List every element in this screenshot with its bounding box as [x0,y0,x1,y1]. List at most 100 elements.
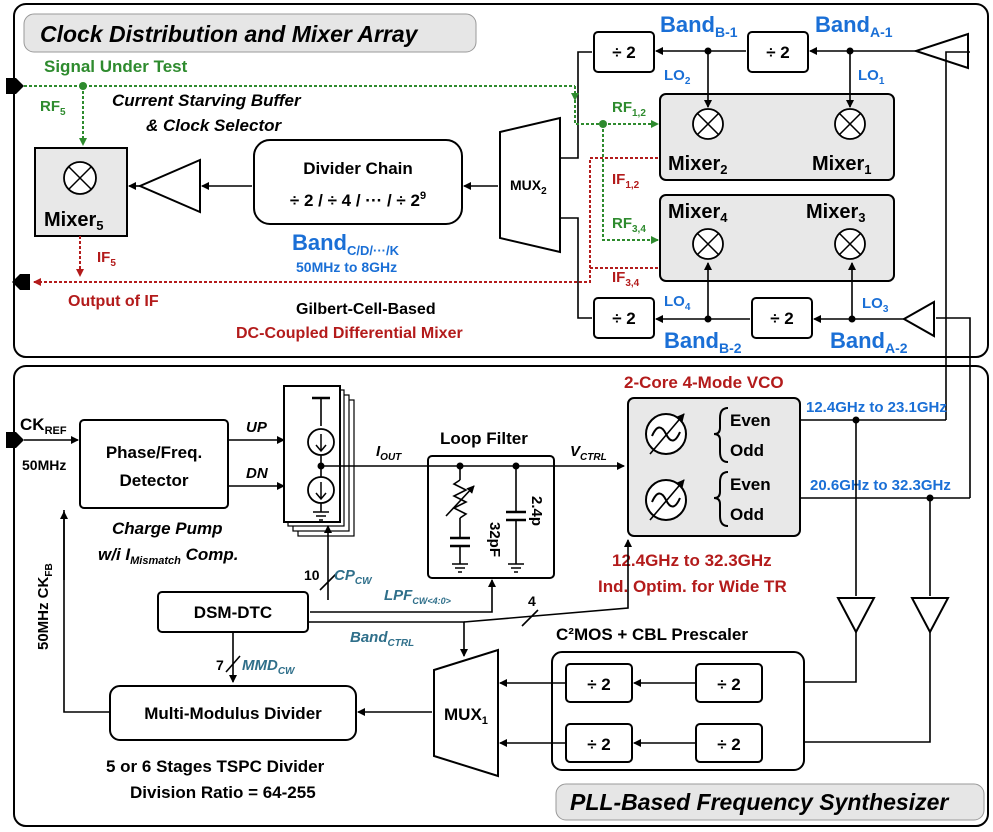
bottom-section-frame [13,365,989,827]
divider-chain-ratios: ÷ 2 / ÷ 4 / ··· / ÷ 29 [290,190,426,210]
cp-down-arrow-icon [315,482,327,501]
dsm-dtc-label: DSM-DTC [194,603,272,622]
vco-even-1: Even [730,411,771,430]
lf-resistor-arrow [445,485,475,517]
band-ctrl-slash [521,609,539,627]
band-b1-label: BandB-1 [660,12,738,40]
div2-b2-label: ÷ 2 [612,309,636,328]
lo4-label: LO4 [664,293,691,313]
signal-under-test-label: Signal Under Test [44,57,188,76]
rf5-label: RF5 [40,98,66,118]
tspc-label-1: 5 or 6 Stages TSPC Divider [106,757,325,776]
gilbert-label: Gilbert-Cell-Based [296,301,436,318]
cp-cw-num: 10 [304,567,320,583]
rf-junction [599,120,607,128]
mixer1-cross-icon [838,112,862,136]
prescaler-div-2b-label: ÷ 2 [717,735,741,754]
div2-b1-label: ÷ 2 [612,43,636,62]
prescaler-buffer-2 [910,597,950,635]
output-if-label: Output of IF [68,293,159,310]
prescaler-div-2a-label: ÷ 2 [587,735,611,754]
pfd-label-2: Detector [120,471,189,490]
vco-core2-arrow-icon [649,479,685,521]
mixer2-cross-icon [696,112,720,136]
mixer3-cross-icon [838,232,862,256]
prescaler-buffer-1 [836,597,876,635]
div2-a1-label: ÷ 2 [766,43,790,62]
ckref-freq: 50MHz [22,457,66,473]
lpf-cw-label: LPFCW<4:0> [384,587,452,606]
cp-cw-label: CPCW [334,567,373,587]
if5-label: IF5 [97,249,116,269]
divider-chain-box [253,139,463,225]
up-label: UP [246,419,268,436]
mux2-input-bottom [560,217,592,319]
band-ctrl-num: 4 [528,593,536,609]
current-starving-buffer [137,158,201,214]
freq-high-label: 20.6GHz to 32.3GHz [810,477,951,494]
lo3-label: LO3 [862,295,889,315]
freq-low-label: 12.4GHz to 23.1GHz [806,399,947,416]
div2-a2 [751,297,813,339]
top-section-frame [13,3,989,358]
ckfb-label: 50MHz CKFB [35,563,55,650]
tspc-label-2: Division Ratio = 64-255 [130,783,316,802]
cp-ground-icon [313,511,329,521]
mixer2-label: Mixer2 [668,153,727,177]
band-cdk-label: BandC/D/···/K [292,230,400,258]
div2-b1 [593,31,655,73]
vctrl-label: VCTRL [570,443,607,463]
charge-pump-box [283,385,341,523]
current-starving-label-1: Current Starving Buffer [112,91,302,110]
ckref-port [6,432,24,448]
lo1-label: LO1 [858,67,885,87]
rf34-line [602,124,659,244]
vco-range-label: 12.4GHz to 32.3GHz [612,551,772,570]
cap-32p-label: 32pF [486,522,503,557]
if34-label: IF3,4 [612,269,640,289]
div2-a2-label: ÷ 2 [770,309,794,328]
mmd-cw-label: MMDCW [242,657,296,677]
rf-split [574,100,603,125]
mixer3-label: Mixer3 [806,201,865,225]
pfd-label-1: Phase/Freq. [106,443,202,462]
if12-label: IF1,2 [612,171,640,191]
buffer-bottom [901,300,935,338]
top-section-title: Clock Distribution and Mixer Array [40,21,419,47]
lpf-cw-line [310,579,496,613]
top-title-badge [23,13,477,53]
signal-input-port [6,78,24,94]
charge-pump-label-1: Charge Pump [112,519,223,538]
dc-coupled-label: DC-Coupled Differential Mixer [236,325,463,342]
if12-line [33,157,658,286]
mux2 [499,116,561,254]
vco-brace-2 [713,471,729,527]
prescaler-div-1a-label: ÷ 2 [587,675,611,694]
rf12-label: RF1,2 [612,99,646,119]
vco-brace-1 [713,407,729,463]
band-range-label: 50MHz to 8GHz [296,259,397,275]
iout-label: IOUT [376,443,402,463]
band-ctrl-to-vco [463,539,632,623]
band-b2-label: BandB-2 [664,328,742,356]
band-a1-label: BandA-1 [815,12,893,40]
cp-up-arrow-icon [315,434,327,453]
mixer1-label: Mixer1 [812,153,871,177]
current-starving-label-2: & Clock Selector [146,116,282,135]
loop-filter-title: Loop Filter [440,429,528,448]
mmd-label: Multi-Modulus Divider [144,704,322,723]
cap-2p4-label: 2.4p [528,496,545,526]
if-output-port [12,274,30,290]
mixer5-cross-icon [68,166,92,190]
mux2-input-top [560,51,592,159]
divider-chain-title: Divider Chain [303,159,413,178]
mixer4-label: Mixer4 [668,201,728,225]
vco-title: 2-Core 4-Mode VCO [624,373,784,392]
mixer34-box [659,194,895,282]
mixer5-label: Mixer5 [44,209,103,233]
cp-cw-slash [319,573,337,591]
mux1-label: MUX1 [444,705,488,727]
mmd-box [109,685,357,741]
mux2-label: MUX2 [510,177,547,197]
mmd-num: 7 [216,657,224,673]
